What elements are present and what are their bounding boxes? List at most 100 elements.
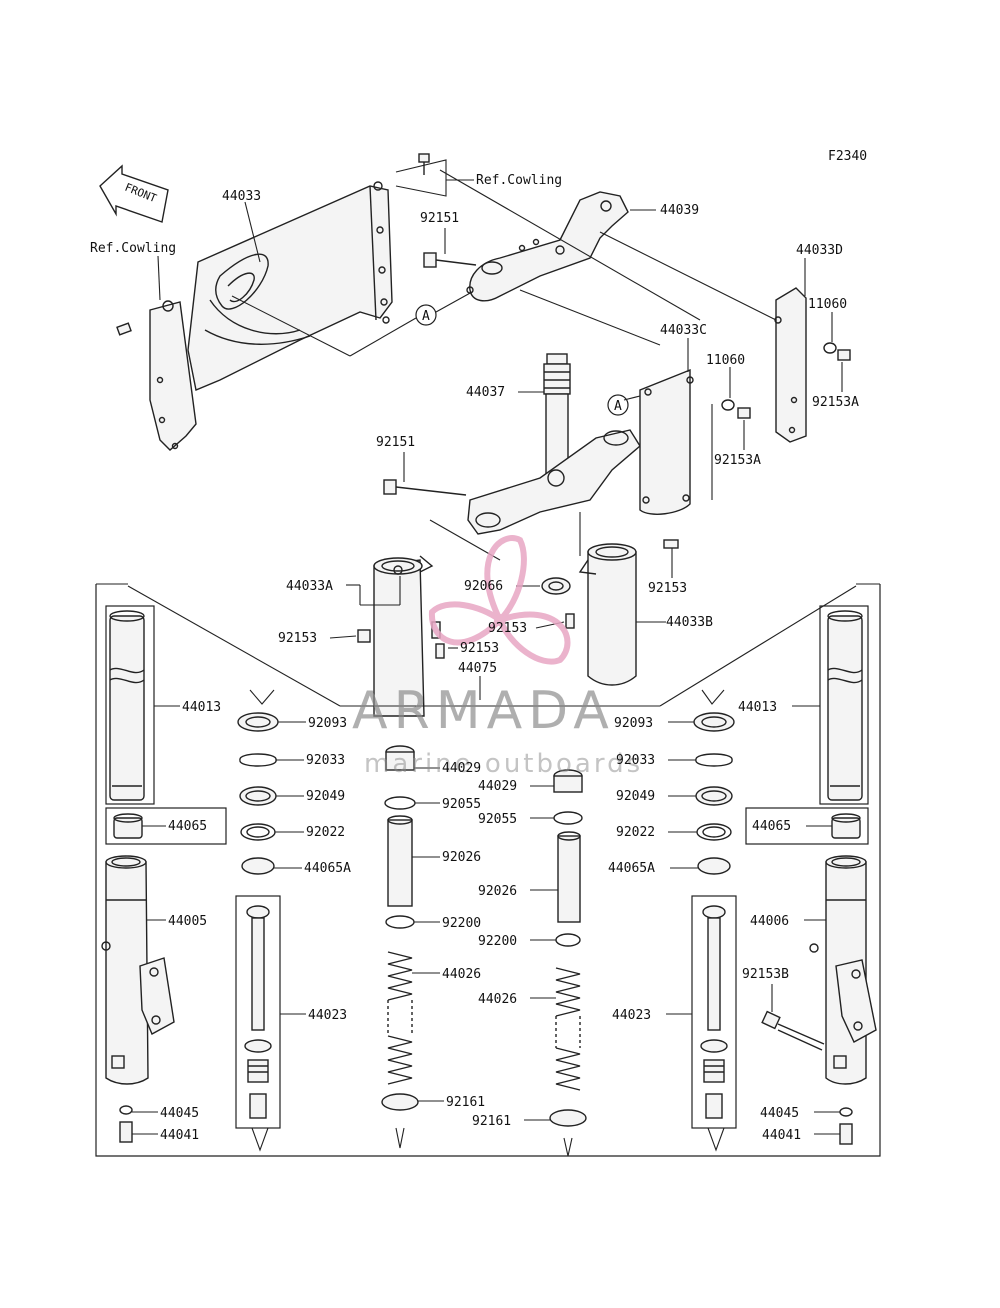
box-44013-right (819, 605, 869, 805)
label-44013-left: 44013 (182, 700, 221, 715)
label-44075: 44075 (458, 661, 497, 676)
label-44065-left: 44065 (168, 819, 207, 834)
part-44065-bushing-right (831, 813, 861, 839)
label-44045-right: 44045 (760, 1106, 799, 1121)
label-92153A-center: 92153A (714, 453, 761, 468)
part-44045-washer-right (839, 1107, 853, 1117)
part-44013-inner-tube-right (827, 610, 863, 801)
part-92153B-bolt (761, 1010, 825, 1051)
part-44039-upper-clamp (466, 191, 629, 302)
part-92200-washer-left (385, 915, 415, 929)
label-92022-right: 92022 (616, 825, 655, 840)
label-44033B: 44033B (666, 615, 713, 630)
watermark-title: ARMADA (352, 681, 615, 741)
label-92093-left: 92093 (308, 716, 347, 731)
label-ref-cowling-top: Ref.Cowling (476, 173, 562, 188)
upper-leader-lines (157, 159, 843, 700)
part-92066-seal (541, 577, 571, 595)
part-44033A-tube (373, 555, 434, 717)
bolt-92153-a (357, 629, 371, 643)
label-92151-lower: 92151 (376, 435, 415, 450)
part-44041-bolt-right (839, 1123, 853, 1145)
part-44006-outer-tube (809, 855, 877, 1085)
label-44005: 44005 (168, 914, 207, 929)
bolt-92153-c (435, 643, 445, 659)
box-44065-left (105, 807, 227, 845)
label-92151-upper: 92151 (420, 211, 459, 226)
box-44023-right (691, 895, 737, 1129)
label-44023-right: 44023 (612, 1008, 651, 1023)
part-92026-spacer-left (387, 815, 413, 907)
label-44037: 44037 (466, 385, 505, 400)
part-44033-bracket (187, 181, 393, 391)
watermark-subtitle: marine outboards (364, 749, 643, 779)
part-92093-seal-left (237, 712, 279, 732)
part-44033C-cover (639, 368, 694, 515)
part-44037-steering-stem (467, 353, 641, 535)
propeller-logo-icon (428, 535, 571, 665)
label-92049-left: 92049 (306, 789, 345, 804)
label-44033D: 44033D (796, 243, 843, 258)
watermark: ARMADA marine outboards (352, 535, 643, 779)
part-44033B-tube (578, 543, 637, 686)
label-44045-left: 44045 (160, 1106, 199, 1121)
screw-top (418, 153, 430, 175)
part-92093-seal-right (693, 712, 735, 732)
label-44006: 44006 (750, 914, 789, 929)
label-92153B: 92153B (742, 967, 789, 982)
label-ref-cowling-left: Ref.Cowling (90, 241, 176, 256)
washer-11060-center (721, 399, 735, 411)
washer-11060-right (823, 342, 837, 354)
label-92153-a: 92153 (278, 631, 317, 646)
part-92026-spacer-right (557, 831, 581, 923)
label-11060-center: 11060 (706, 353, 745, 368)
fork-leader-lines (132, 705, 840, 1135)
box-44013-left (105, 605, 155, 805)
part-92200-washer-right (555, 933, 581, 947)
label-92153-d: 92153 (648, 581, 687, 596)
label-44039: 44039 (660, 203, 699, 218)
bolt-92153-e (663, 539, 679, 549)
part-labels: Ref.Cowling Ref.Cowling 44033 44039 9215… (90, 173, 859, 1143)
label-44033C: 44033C (660, 323, 707, 338)
part-92055-oring-left (384, 796, 416, 810)
label-92200-c2: 92200 (478, 934, 517, 949)
fork-frame-outline (95, 584, 881, 1157)
part-44026-spring-left (387, 951, 413, 1085)
svg-text:A: A (422, 309, 430, 324)
part-44029-cap-right (553, 769, 583, 793)
label-44065-right: 44065 (752, 819, 791, 834)
part-44023-damper-rod-left (244, 905, 272, 1119)
label-44013-right: 44013 (738, 700, 777, 715)
part-44065A-bushing-left (241, 857, 275, 875)
part-44023-damper-rod-right (700, 905, 728, 1119)
part-44045-washer-left (119, 1105, 133, 1115)
label-92066: 92066 (464, 579, 503, 594)
marker-a-lower: A (607, 394, 629, 416)
part-92161-washer-left (381, 1093, 419, 1111)
label-92033-right: 92033 (616, 753, 655, 768)
svg-text:A: A (614, 399, 622, 414)
part-44029-cap-left (385, 745, 415, 771)
label-44023-left: 44023 (308, 1008, 347, 1023)
part-92151-bolt-lower (383, 479, 467, 496)
part-92161-washer-right (549, 1109, 587, 1127)
label-92022-left: 92022 (306, 825, 345, 840)
label-44065A-right: 44065A (608, 861, 655, 876)
part-44026-spring-right (555, 967, 581, 1091)
part-44041-bolt-left (119, 1121, 133, 1143)
label-92049-right: 92049 (616, 789, 655, 804)
marker-a-upper: A (415, 304, 437, 326)
box-44023-left (235, 895, 281, 1129)
label-44033A: 44033A (286, 579, 333, 594)
label-92055-c1: 92055 (442, 797, 481, 812)
label-92153-b: 92153 (460, 641, 499, 656)
label-92161-c1: 92161 (446, 1095, 485, 1110)
label-44026-c1: 44026 (442, 967, 481, 982)
bolt-92153A-center (737, 407, 751, 419)
part-left-side-plate (116, 300, 197, 451)
bolt-92153A-right (837, 349, 851, 361)
box-44065-right (745, 807, 869, 845)
label-44033: 44033 (222, 189, 261, 204)
part-44013-inner-tube-left (109, 610, 145, 801)
